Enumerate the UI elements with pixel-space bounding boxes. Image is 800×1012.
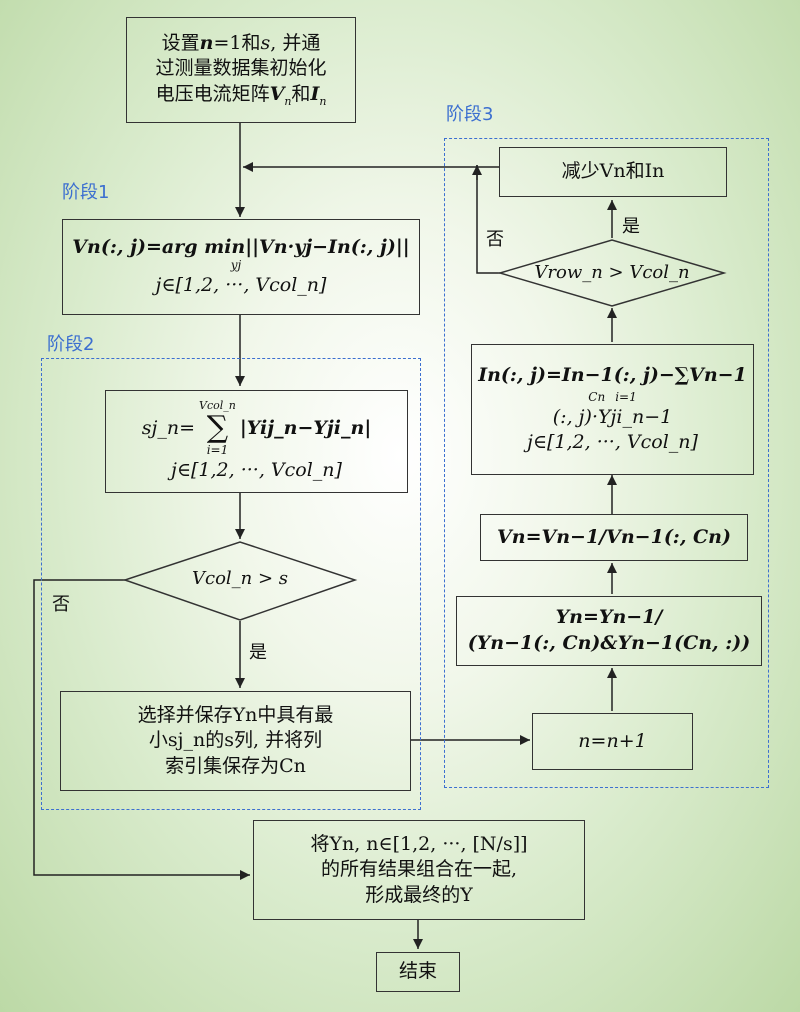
stage1-under: yj (230, 257, 242, 272)
diamond-right-text: Vrow_n > Vcol_n (534, 262, 690, 283)
init-box: 设置n=1和s, 并通 过测量数据集初始化 电压电流矩阵Vn和In (126, 17, 356, 123)
update-i-box: In(:, j)=In−1(:, j)−∑Vn−1 Cn i=1 (:, j)·… (471, 344, 754, 475)
sum-symbol: ∑ (206, 410, 229, 445)
update-i-range: j∈[1,2, ···, Vcol_n] (527, 431, 698, 454)
increment-box: n=n+1 (532, 713, 693, 770)
sum-lhs: sj_n= (141, 416, 196, 439)
sum-range: j∈[1,2, ···, Vcol_n] (171, 459, 342, 482)
update-i-lower: i=1 (615, 389, 637, 404)
sum-upper: Vcol_n (199, 399, 236, 413)
combine-box: 将Yn, n∈[1,2, ···, [N/s]] 的所有结果组合在一起, 形成最… (253, 820, 585, 920)
edge-label-yes-right: 是 (622, 216, 640, 237)
edge-label-no-left: 否 (52, 594, 70, 615)
update-y-box: Yn=Yn−1/ (Yn−1(:, Cn)&Yn−1(Cn, :)) (456, 596, 762, 666)
select-box: 选择并保存Yn中具有最 小sj_n的s列, 并将列 索引集保存为Cn (60, 691, 411, 791)
sum-rhs: |Yij_n−Yji_n| (239, 416, 372, 439)
edge-label-no-right: 否 (486, 229, 504, 250)
stage1-range: j∈[1,2, ···, Vcol_n] (155, 274, 327, 297)
stage2-frame (41, 358, 421, 810)
sum-lower: i=1 (206, 443, 229, 457)
diamond-left-text: Vcol_n > s (191, 568, 289, 589)
update-i-line2: (:, j)·Yji_n−1 (552, 405, 673, 428)
stage2-label: 阶段2 (47, 334, 95, 355)
end-box: 结束 (376, 952, 460, 992)
update-i-line1: In(:, j)=In−1(:, j)−∑Vn−1 (478, 363, 747, 386)
stage1-formula-box: Vn(:, j)=arg min||Vn·yj−In(:, j)|| yj j∈… (62, 219, 420, 315)
stage2-sum-box: sj_n= Vcol_n ∑ i=1 |Yij_n−Yji_n| j∈[1,2,… (105, 390, 408, 493)
stage3-frame (444, 138, 769, 788)
stage3-label: 阶段3 (446, 104, 494, 125)
stage1-label: 阶段1 (62, 182, 110, 203)
edge-label-yes-left: 是 (249, 642, 267, 663)
update-v-box: Vn=Vn−1/Vn−1(:, Cn) (480, 514, 748, 561)
reduce-box: 减少Vn和In (499, 147, 727, 197)
update-i-upper: Cn (588, 389, 606, 404)
stage1-formula: Vn(:, j)=arg min||Vn·yj−In(:, j)|| (72, 236, 410, 259)
